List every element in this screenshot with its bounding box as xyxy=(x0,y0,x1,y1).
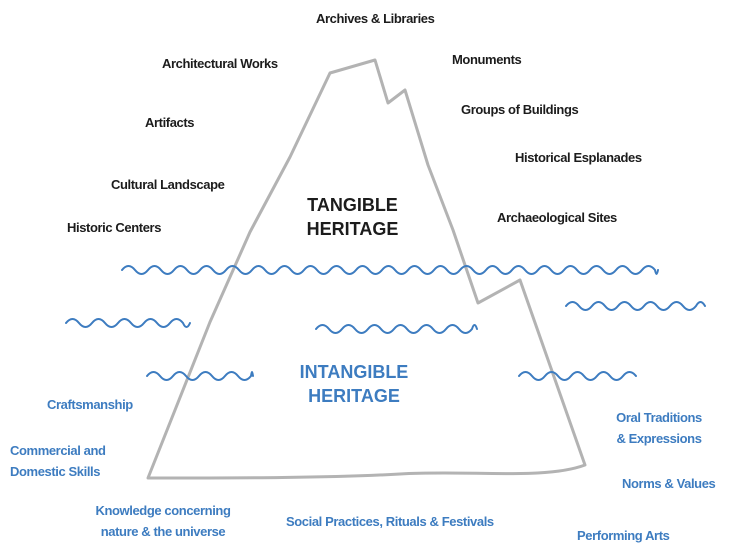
label-performing-arts: Performing Arts xyxy=(577,528,670,543)
oral-line1: Oral Traditions xyxy=(616,410,702,425)
intangible-heritage-title: INTANGIBLE HERITAGE xyxy=(290,360,418,408)
label-historical-esplanades: Historical Esplanades xyxy=(515,150,642,165)
oral-line2: & Expressions xyxy=(616,431,702,446)
knowledge-line2: nature & the universe xyxy=(100,524,226,539)
wave-line xyxy=(518,371,637,381)
wave-line xyxy=(65,318,191,328)
label-historic-centers: Historic Centers xyxy=(67,220,162,235)
intangible-title-line1: INTANGIBLE xyxy=(299,362,409,382)
label-monuments: Monuments xyxy=(452,52,522,67)
tangible-title-line2: HERITAGE xyxy=(306,219,399,239)
label-archaeological-sites: Archaeological Sites xyxy=(497,210,617,225)
iceberg-outline xyxy=(146,58,587,480)
label-craftsmanship: Craftsmanship xyxy=(47,397,133,412)
tangible-heritage-title: TANGIBLE HERITAGE xyxy=(290,193,415,241)
label-oral-traditions: Oral Traditions & Expressions xyxy=(604,407,714,449)
wave-line xyxy=(146,371,254,381)
label-cultural-landscape: Cultural Landscape xyxy=(111,177,225,192)
wave-line xyxy=(121,265,659,275)
knowledge-line1: Knowledge concerning xyxy=(95,503,231,518)
wave-line xyxy=(565,301,706,311)
label-social-practices: Social Practices, Rituals & Festivals xyxy=(286,514,494,529)
label-commercial-domestic-skills: Commercial and Domestic Skills xyxy=(10,440,106,482)
label-architectural-works: Architectural Works xyxy=(162,56,278,71)
label-groups-of-buildings: Groups of Buildings xyxy=(461,102,579,117)
wave-line xyxy=(315,324,478,334)
label-knowledge-nature-universe: Knowledge concerning nature & the univer… xyxy=(82,500,244,542)
label-artifacts: Artifacts xyxy=(145,115,195,130)
intangible-title-line2: HERITAGE xyxy=(308,386,400,406)
tangible-title-line1: TANGIBLE xyxy=(307,195,398,215)
label-archives-libraries: Archives & Libraries xyxy=(316,11,435,26)
commercial-line2: Domestic Skills xyxy=(10,464,101,479)
commercial-line1: Commercial and xyxy=(10,443,106,458)
label-norms-values: Norms & Values xyxy=(622,476,716,491)
water-waves xyxy=(65,265,706,381)
